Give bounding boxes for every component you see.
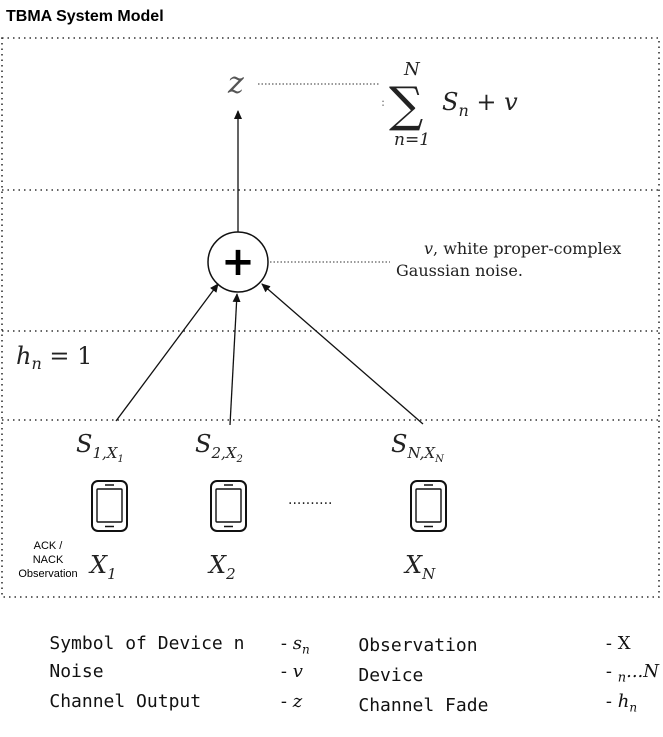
legend-left-row-0: Symbol of Device n bbox=[6, 612, 244, 675]
legend-left-sym-0: - sn bbox=[280, 633, 310, 657]
diagram-title: TBMA System Model bbox=[6, 8, 164, 25]
channel-fade-label: hn = 1 bbox=[16, 342, 92, 373]
device1-phone-icon bbox=[91, 480, 128, 532]
legend-left-row-2: Channel Output bbox=[6, 670, 201, 733]
legend-right-sym-1: - n...N bbox=[605, 661, 660, 686]
noise-label-line1: v, white proper-complex bbox=[424, 239, 621, 258]
sum-sign: ∑ bbox=[389, 77, 423, 133]
device2-observation: X2 bbox=[207, 551, 236, 583]
legend-label: Symbol of Device n bbox=[49, 633, 245, 654]
deviceN-phone-icon bbox=[410, 480, 447, 532]
ack-note-line1: ACK / bbox=[34, 540, 64, 552]
device-ellipsis: .......... bbox=[288, 492, 333, 508]
fade-rest: = 1 bbox=[42, 342, 93, 370]
fade-sub: n bbox=[31, 354, 41, 373]
legend-right-row-0: Observation bbox=[315, 614, 478, 677]
deviceN-arrow bbox=[261, 283, 424, 425]
device2-symbol: S2,X2 bbox=[195, 430, 243, 465]
colon-mark: : bbox=[381, 95, 385, 109]
legend-left-row-1: Noise bbox=[6, 640, 104, 703]
device1-arrow bbox=[115, 283, 219, 422]
device2-phone-icon bbox=[210, 480, 247, 532]
sum-lower-limit: n=1 bbox=[394, 130, 430, 150]
legend-right-sym-2: - hn bbox=[605, 691, 638, 715]
device1-symbol: S1,X1 bbox=[76, 430, 124, 465]
noise-desc: , white proper-complex bbox=[433, 239, 621, 258]
sum-body-S: S bbox=[442, 88, 458, 116]
ack-note-line2: NACK bbox=[33, 554, 64, 566]
adder-circle bbox=[207, 231, 269, 293]
device1-observation: X1 bbox=[88, 551, 117, 583]
outer-frame bbox=[1, 37, 660, 598]
legend-label: Noise bbox=[49, 661, 104, 682]
legend-left-sym-1: - v bbox=[280, 661, 303, 682]
tbma-diagram: z : N ∑ n=1 Sn + v + v, white proper-com… bbox=[1, 37, 660, 598]
legend-label: Device bbox=[358, 665, 424, 686]
legend-label: Channel Fade bbox=[358, 695, 489, 716]
adder-plus-icon: + bbox=[221, 239, 255, 285]
noise-var: v bbox=[424, 239, 433, 258]
legend-sym: s bbox=[292, 633, 302, 654]
noise-label-line2: Gaussian noise. bbox=[396, 261, 523, 280]
ack-note-line3: Observation bbox=[18, 568, 77, 580]
sum-body-sub: n bbox=[458, 101, 468, 120]
legend-label: Channel Output bbox=[49, 691, 202, 712]
sum-body: Sn + v bbox=[442, 88, 518, 120]
device2-arrow bbox=[229, 293, 241, 426]
legend-right-row-2: Channel Fade bbox=[315, 674, 488, 737]
legend-left-sym-2: - z bbox=[280, 691, 303, 712]
deviceN-symbol: SN,XN bbox=[391, 430, 445, 465]
legend-right-row-1: Device bbox=[315, 644, 423, 707]
sum-body-rest: + v bbox=[469, 88, 518, 116]
output-symbol: z bbox=[227, 66, 244, 101]
legend-right-sym-0: - X bbox=[605, 633, 631, 654]
deviceN-observation: XN bbox=[403, 551, 436, 583]
sum-upper-limit: N bbox=[403, 59, 421, 80]
fade-h: h bbox=[16, 342, 31, 370]
legend-label: Observation bbox=[358, 635, 478, 656]
